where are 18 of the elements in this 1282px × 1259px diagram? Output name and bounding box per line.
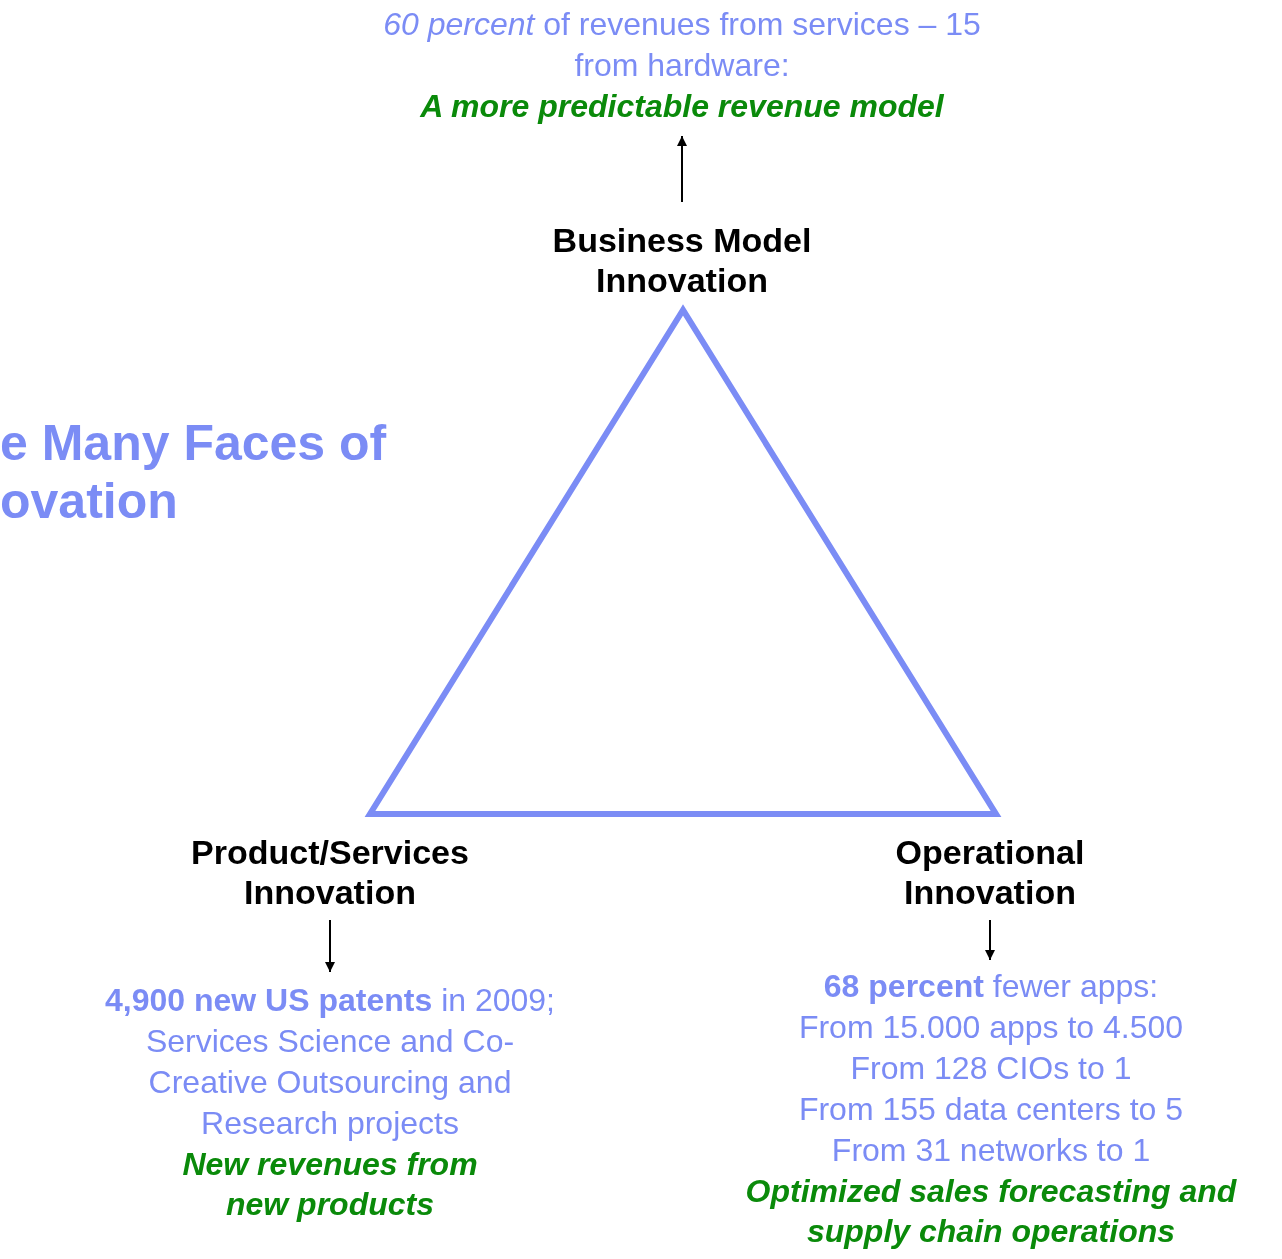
result-text: Optimized sales forecasting and supply chain operations xyxy=(744,1172,1238,1251)
info-text: From 15.000 apps to 4.500 xyxy=(797,1008,1185,1047)
arrow xyxy=(985,919,995,961)
info-text: From 31 networks to 1 xyxy=(830,1131,1152,1170)
heading: Operational Innovation xyxy=(894,832,1086,912)
info-text: Services Science and Co-Creative Outsourcing and Research projects xyxy=(144,1022,516,1143)
arrow xyxy=(325,919,335,973)
heading: Product/Services Innovation xyxy=(190,832,470,912)
info-text: 4,900 new US patents in 2009; xyxy=(104,981,556,1020)
result-text: A more predictable revenue model xyxy=(419,87,945,126)
info-text: 60 percent of revenues from services – 15 from hardware: xyxy=(382,5,982,85)
info-text: From 128 CIOs to 1 xyxy=(849,1049,1133,1088)
result-text: New revenues from new products xyxy=(181,1145,479,1224)
arrow xyxy=(677,135,687,203)
title: e Many Faces of ovation xyxy=(0,414,388,530)
heading: Business Model Innovation xyxy=(551,220,813,300)
info-text: From 155 data centers to 5 xyxy=(797,1090,1185,1129)
info-text: 68 percent fewer apps: xyxy=(822,967,1160,1006)
